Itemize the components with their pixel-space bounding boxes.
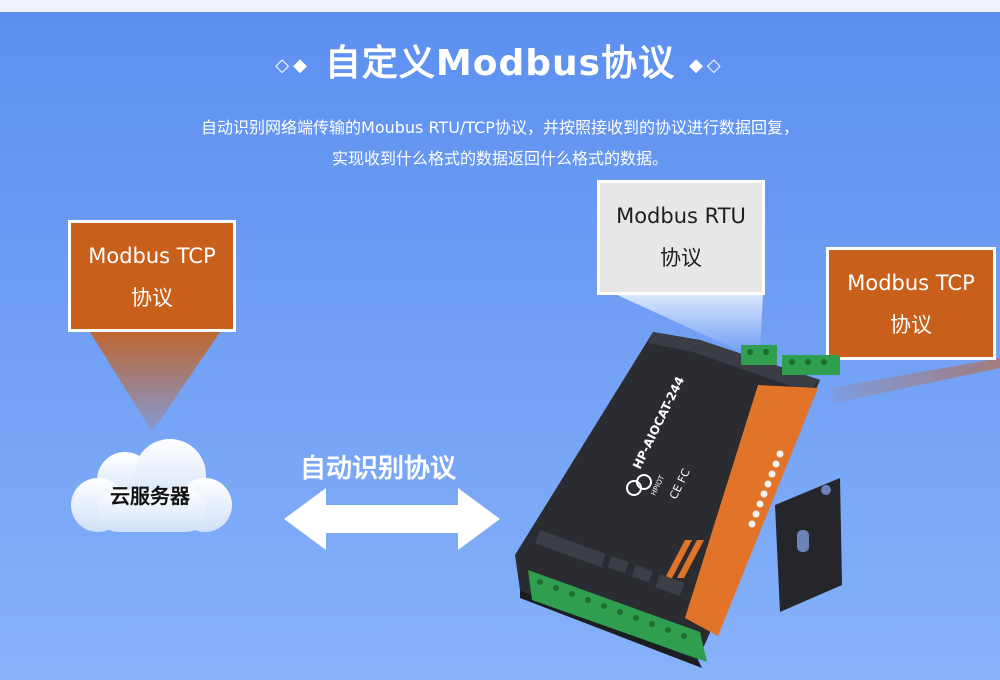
subtitle-line-2: 实现收到什么格式的数据返回什么格式的数据。 [331,149,668,168]
title-deco-right: ◆◇ [689,54,725,76]
title-deco-left: ◇◆ [275,54,311,76]
mount-bracket [775,478,842,612]
top-strip [0,0,1000,12]
double-arrow-icon [284,488,500,550]
left-beam [90,332,220,432]
right-modbus-tcp-label: Modbus TCP 协议 [826,247,996,360]
title-text: 自定义Modbus协议 [324,43,676,84]
cloud-server: 云服务器 [60,430,240,540]
cloud-label: 云服务器 [110,484,190,508]
device-illustration: HP-AIOCAT-244 HPIOT CE FC [515,332,842,668]
top-terminal-blocks [741,345,840,375]
bottom-terminal-blocks [528,570,707,662]
right-tcp-line2: 协议 [890,313,932,337]
rtu-line1: Modbus RTU [616,204,746,228]
left-modbus-tcp-label: Modbus TCP 协议 [68,220,236,332]
brand-logo [626,474,652,496]
subtitle: 自动识别网络端传输的Moubus RTU/TCP协议，并按照接收到的协议进行数据… [0,112,1000,174]
status-leds [748,450,784,528]
cloud-icon [71,439,232,532]
orange-led-panel [685,385,818,636]
auto-detect-label: 自动识别协议 [300,454,457,484]
rtu-beam [615,294,763,349]
right-tcp-beam [830,358,1000,403]
modbus-rtu-label: Modbus RTU 协议 [597,180,765,295]
rtu-line2: 协议 [660,246,702,270]
device-stripes [665,540,704,578]
page-title: ◇◆ 自定义Modbus协议 ◆◇ [0,34,1000,86]
left-tcp-line1: Modbus TCP [88,244,216,268]
right-tcp-line1: Modbus TCP [847,271,975,295]
left-tcp-line2: 协议 [131,286,173,310]
device-body [515,332,820,660]
port-labels [535,530,685,597]
subtitle-line-1: 自动识别网络端传输的Moubus RTU/TCP协议，并按照接收到的协议进行数据… [201,118,799,137]
